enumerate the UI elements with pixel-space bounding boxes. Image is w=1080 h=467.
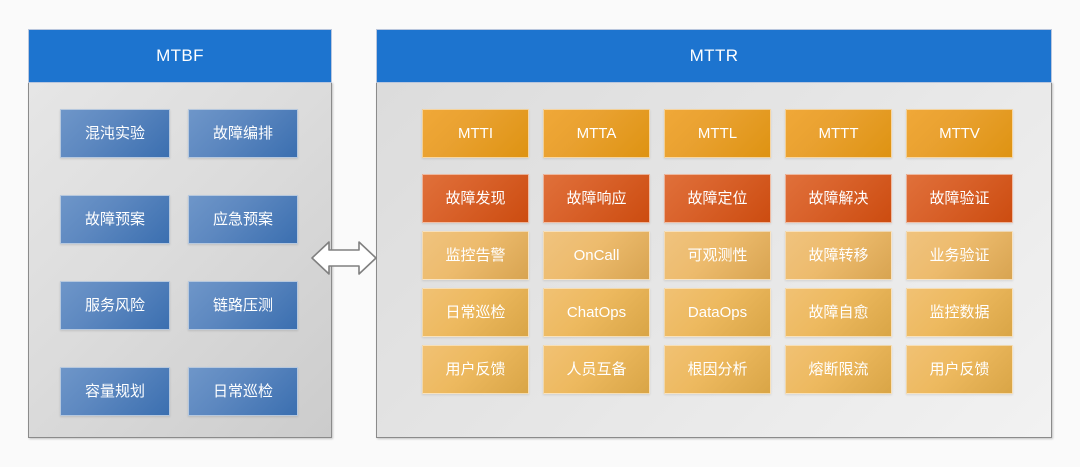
mttr-cell[interactable]: 业务验证 xyxy=(906,231,1013,280)
double-arrow-horizontal-icon xyxy=(311,237,377,279)
mtbf-cell[interactable]: 链路压测 xyxy=(188,281,298,330)
panel-mttr: MTTR MTTI MTTA MTTL MTTT MTTV 故障发现 故障响应 … xyxy=(376,29,1052,438)
mttr-cell[interactable]: 用户反馈 xyxy=(906,345,1013,394)
mttr-cell[interactable]: MTTV xyxy=(906,109,1013,158)
mtbf-cell[interactable]: 服务风险 xyxy=(60,281,170,330)
mttr-cell[interactable]: 可观测性 xyxy=(664,231,771,280)
mttr-cell[interactable]: 故障解决 xyxy=(785,174,892,223)
mttr-cell[interactable]: OnCall xyxy=(543,231,650,280)
mttr-cell[interactable]: 故障自愈 xyxy=(785,288,892,337)
mtbf-cell[interactable]: 日常巡检 xyxy=(188,367,298,416)
mtbf-cell[interactable]: 故障预案 xyxy=(60,195,170,244)
mttr-cell[interactable]: 故障响应 xyxy=(543,174,650,223)
panel-mtbf: MTBF 混沌实验 故障编排 故障预案 应急预案 服务风险 链路压测 容量规划 … xyxy=(28,29,332,438)
mtbf-grid: 混沌实验 故障编排 故障预案 应急预案 服务风险 链路压测 容量规划 日常巡检 xyxy=(60,109,300,416)
mttr-cell[interactable]: MTTA xyxy=(543,109,650,158)
mttr-cell[interactable]: ChatOps xyxy=(543,288,650,337)
mtbf-row: 混沌实验 故障编排 xyxy=(60,109,300,158)
mttr-row-metrics: MTTI MTTA MTTL MTTT MTTV xyxy=(422,109,1013,158)
mttr-cell[interactable]: MTTI xyxy=(422,109,529,158)
mtbf-cell[interactable]: 容量规划 xyxy=(60,367,170,416)
mttr-cell[interactable]: 监控数据 xyxy=(906,288,1013,337)
mttr-cell[interactable]: 熔断限流 xyxy=(785,345,892,394)
panel-mtbf-body: 混沌实验 故障编排 故障预案 应急预案 服务风险 链路压测 容量规划 日常巡检 xyxy=(28,82,332,438)
mttr-cell[interactable]: 日常巡检 xyxy=(422,288,529,337)
mttr-cell[interactable]: 用户反馈 xyxy=(422,345,529,394)
mttr-row-capabilities-2: 日常巡检 ChatOps DataOps 故障自愈 监控数据 xyxy=(422,288,1013,337)
panel-mtbf-header: MTBF xyxy=(28,29,332,83)
mtbf-cell[interactable]: 混沌实验 xyxy=(60,109,170,158)
mttr-cell[interactable]: 根因分析 xyxy=(664,345,771,394)
mttr-cell[interactable]: 故障验证 xyxy=(906,174,1013,223)
mttr-row-stages: 故障发现 故障响应 故障定位 故障解决 故障验证 xyxy=(422,174,1013,223)
mtbf-row: 故障预案 应急预案 xyxy=(60,195,300,244)
mttr-row-capabilities-1: 监控告警 OnCall 可观测性 故障转移 业务验证 xyxy=(422,231,1013,280)
mttr-cell[interactable]: 故障定位 xyxy=(664,174,771,223)
mttr-cell[interactable]: 故障转移 xyxy=(785,231,892,280)
panel-mttr-header: MTTR xyxy=(376,29,1052,83)
mttr-cell[interactable]: MTTT xyxy=(785,109,892,158)
mttr-cell[interactable]: 故障发现 xyxy=(422,174,529,223)
panel-mttr-body: MTTI MTTA MTTL MTTT MTTV 故障发现 故障响应 故障定位 … xyxy=(376,82,1052,438)
mtbf-row: 服务风险 链路压测 xyxy=(60,281,300,330)
mttr-cell[interactable]: MTTL xyxy=(664,109,771,158)
mttr-grid: MTTI MTTA MTTL MTTT MTTV 故障发现 故障响应 故障定位 … xyxy=(422,109,1013,394)
mtbf-row: 容量规划 日常巡检 xyxy=(60,367,300,416)
mttr-row-capabilities-3: 用户反馈 人员互备 根因分析 熔断限流 用户反馈 xyxy=(422,345,1013,394)
mttr-cell[interactable]: DataOps xyxy=(664,288,771,337)
mttr-cell[interactable]: 监控告警 xyxy=(422,231,529,280)
mtbf-cell[interactable]: 应急预案 xyxy=(188,195,298,244)
mttr-cell[interactable]: 人员互备 xyxy=(543,345,650,394)
mtbf-cell[interactable]: 故障编排 xyxy=(188,109,298,158)
